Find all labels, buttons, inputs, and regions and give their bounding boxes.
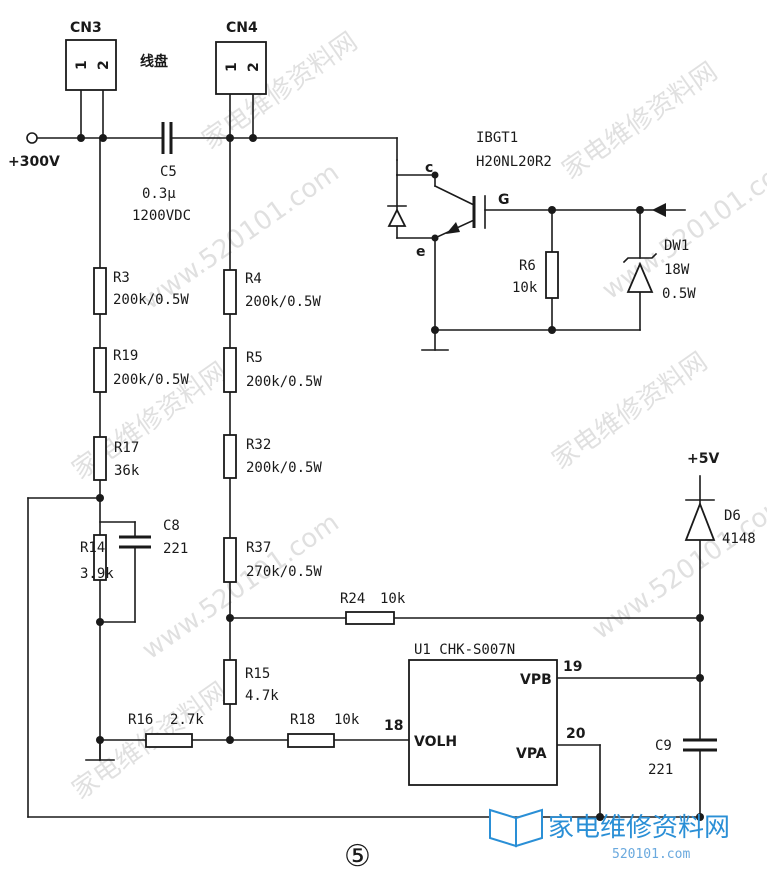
- r15-ref: R15: [245, 666, 270, 682]
- capacitor-c9: C9 221: [648, 738, 717, 778]
- coil-label: 线盘: [140, 53, 168, 70]
- r24-ref: R24: [340, 591, 365, 607]
- r16-ref: R16: [128, 712, 153, 728]
- r5-value: 200k/0.5W: [246, 374, 322, 390]
- resistor-r15: R15 4.7k: [223, 659, 279, 705]
- connector-cn3: CN3 1 2: [65, 20, 117, 91]
- resistor-r19: R19 200k/0.5W: [93, 347, 189, 393]
- pin-vpb-label: VPB: [520, 672, 552, 688]
- connector-cn4: CN4 1 2: [215, 20, 267, 95]
- igbt-collector-label: c: [425, 160, 433, 176]
- dw1-power: 0.5W: [662, 286, 696, 302]
- wiring: [27, 89, 701, 818]
- r4-value: 200k/0.5W: [245, 294, 321, 310]
- resistor-r37: R37 270k/0.5W: [223, 537, 322, 583]
- resistor-r16: R16 2.7k: [128, 712, 204, 748]
- c8-value: 221: [163, 541, 188, 557]
- pin-19-number: 19: [563, 659, 582, 675]
- resistor-r14: R14 3.9k: [80, 534, 114, 582]
- ic-u1: U1 CHK-S007N 19 VPB 18 VOLH 20 VPA: [384, 642, 586, 786]
- c5-ref: C5: [160, 164, 177, 180]
- zener-dw1: DW1 18W 0.5W: [622, 238, 696, 302]
- pin-2-label: 2: [96, 60, 112, 70]
- r19-value: 200k/0.5W: [113, 372, 189, 388]
- pin-vpa-label: VPA: [516, 746, 547, 762]
- watermark-url: www.520101.com: [597, 148, 767, 306]
- terminal-300v: +300V: [8, 132, 60, 170]
- logo-text: 家电维修资料网: [548, 813, 730, 843]
- capacitor-c5: C5 0.3μ 1200VDC: [132, 122, 191, 224]
- r4-ref: R4: [245, 271, 262, 287]
- capacitor-c8: C8 221: [119, 518, 188, 557]
- dw1-voltage: 18W: [664, 262, 690, 278]
- pin-18-number: 18: [384, 718, 403, 734]
- r3-value: 200k/0.5W: [113, 292, 189, 308]
- r14-value: 3.9k: [80, 566, 114, 582]
- d6-part: 4148: [722, 531, 756, 547]
- r15-value: 4.7k: [245, 688, 279, 704]
- resistor-r6: R6 10k: [512, 251, 559, 299]
- c9-ref: C9: [655, 738, 672, 754]
- pin-2-label: 2: [246, 62, 262, 72]
- site-logo: 家电维修资料网 520101.com: [489, 808, 730, 862]
- junction-dots: [77, 134, 704, 821]
- connector-cn3-label: CN3: [70, 20, 102, 36]
- c9-value: 221: [648, 762, 673, 778]
- pin-1-label: 1: [74, 60, 90, 70]
- resistor-r5: R5 200k/0.5W: [223, 347, 322, 393]
- igbt-gate-label: G: [498, 192, 510, 208]
- resistor-r18: R18 10k: [287, 712, 360, 748]
- igbt-ref: IBGT1: [476, 130, 518, 146]
- ic-title: U1 CHK-S007N: [414, 642, 515, 658]
- r17-value: 36k: [114, 463, 140, 479]
- resistor-r32: R32 200k/0.5W: [223, 434, 322, 479]
- resistor-r3: R3 200k/0.5W: [93, 267, 189, 315]
- book-icon: [489, 808, 543, 848]
- r16-value: 2.7k: [170, 712, 204, 728]
- c5-value: 0.3μ: [142, 186, 176, 202]
- dw1-ref: DW1: [664, 238, 689, 254]
- resistor-r17: R17 36k: [93, 436, 140, 481]
- connector-cn4-label: CN4: [226, 20, 258, 36]
- gate-input-arrow-icon: [652, 203, 686, 217]
- r18-value: 10k: [334, 712, 360, 728]
- resistor-r4: R4 200k/0.5W: [223, 269, 321, 315]
- pin-1-label: 1: [224, 62, 240, 72]
- igbt-part: H20NL20R2: [476, 154, 552, 170]
- r17-ref: R17: [114, 440, 139, 456]
- r6-ref: R6: [519, 258, 536, 274]
- diode-d6: D6 4148: [684, 499, 756, 547]
- figure-number: ⑤: [344, 839, 371, 874]
- igbt: IBGT1 H20NL20R2 c e G: [387, 130, 552, 260]
- r24-value: 10k: [380, 591, 406, 607]
- d6-ref: D6: [724, 508, 741, 524]
- c8-ref: C8: [163, 518, 180, 534]
- resistor-r24: R24 10k: [340, 591, 406, 625]
- r18-ref: R18: [290, 712, 315, 728]
- r19-ref: R19: [113, 348, 138, 364]
- watermark-cn: 家电维修资料网: [557, 57, 723, 186]
- r3-ref: R3: [113, 270, 130, 286]
- r32-value: 200k/0.5W: [246, 460, 322, 476]
- r37-ref: R37: [246, 540, 271, 556]
- r37-value: 270k/0.5W: [246, 564, 322, 580]
- r5-ref: R5: [246, 350, 263, 366]
- pin-20-number: 20: [566, 726, 586, 742]
- supply-300v-label: +300V: [8, 154, 60, 170]
- r6-value: 10k: [512, 280, 538, 296]
- r14-ref: R14: [80, 540, 105, 556]
- logo-url: 520101.com: [612, 847, 690, 862]
- supply-5v-label: +5V: [687, 451, 719, 467]
- r32-ref: R32: [246, 437, 271, 453]
- pin-volh-label: VOLH: [414, 734, 457, 750]
- c5-rating: 1200VDC: [132, 208, 191, 224]
- igbt-emitter-label: e: [416, 244, 426, 260]
